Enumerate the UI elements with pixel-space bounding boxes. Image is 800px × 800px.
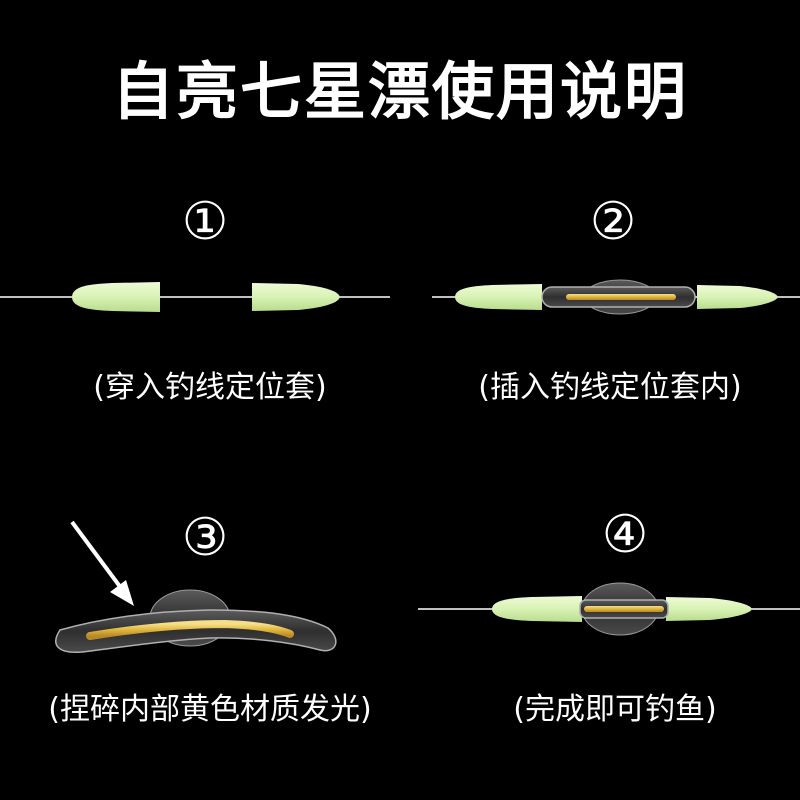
step-3-illustration: [56, 522, 336, 652]
positioning-sleeve-left: [72, 282, 160, 312]
positioning-sleeve-right: [697, 285, 778, 309]
step-2-illustration: [432, 280, 800, 314]
step-1-illustration: [0, 282, 390, 312]
arrow-shaft: [72, 522, 124, 592]
positioning-sleeve-left: [455, 284, 542, 310]
positioning-sleeve-left: [492, 596, 582, 622]
glow-core: [584, 606, 664, 612]
positioning-sleeve-right: [252, 283, 340, 311]
positioning-sleeve-right: [666, 597, 752, 621]
step-4-illustration: [418, 583, 800, 635]
arrow-head-icon: [110, 580, 134, 606]
glow-core: [566, 294, 676, 300]
